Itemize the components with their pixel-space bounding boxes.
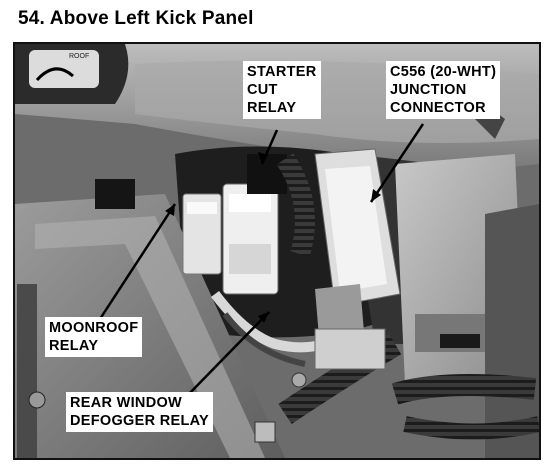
label-line: CUT <box>247 82 278 98</box>
label-line: REAR WINDOW <box>70 395 183 411</box>
label-line: JUNCTION <box>390 82 467 98</box>
label-line: STARTER <box>247 64 317 80</box>
starter-cut-relay-label: STARTER CUT RELAY <box>243 61 321 119</box>
label-line: RELAY <box>49 338 99 354</box>
label-line: MOONROOF <box>49 320 139 336</box>
label-line: C556 (20-WHT) <box>390 64 497 80</box>
moonroof-relay-label: MOONROOF RELAY <box>45 317 143 357</box>
figure-title: 54. Above Left Kick Panel <box>18 8 254 29</box>
roof-button-text: ROOF <box>69 53 89 60</box>
c556-junction-connector-label: C556 (20-WHT) JUNCTION CONNECTOR <box>386 61 501 119</box>
label-line: CONNECTOR <box>390 100 486 116</box>
label-line: RELAY <box>247 100 297 116</box>
rear-window-defogger-relay-label: REAR WINDOW DEFOGGER RELAY <box>66 392 214 432</box>
label-line: DEFOGGER RELAY <box>70 413 210 429</box>
leader-lines <box>98 123 425 399</box>
